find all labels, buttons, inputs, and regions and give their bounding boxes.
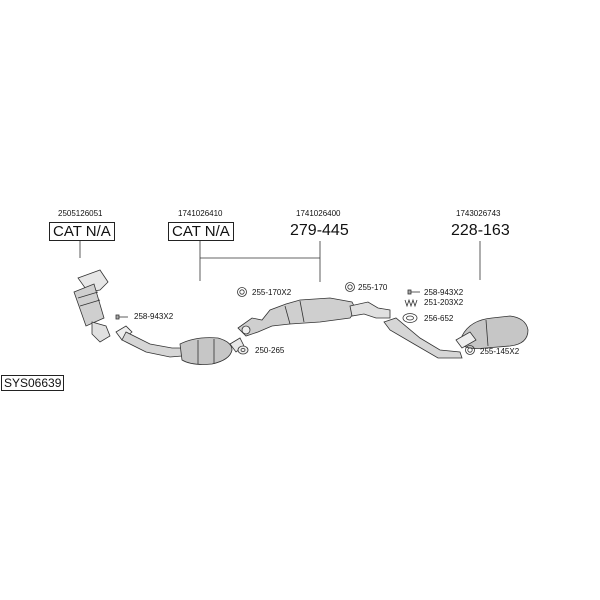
group-label-front-cat[interactable]: CAT N/A: [49, 222, 115, 241]
spring-icon: [404, 298, 418, 308]
front-catalyst-part: [73, 269, 111, 343]
group-label-mid-cat[interactable]: CAT N/A: [168, 222, 234, 241]
clamp-icon: [465, 345, 475, 355]
part-label[interactable]: 256-652: [424, 314, 454, 323]
clamp-icon: [345, 282, 355, 292]
bolt-icon: [407, 289, 420, 295]
part-label[interactable]: 255-145X2: [480, 347, 520, 356]
diagram-id-badge: SYS06639: [1, 375, 65, 391]
rubber-mount-icon: [237, 345, 249, 355]
group-code-mid-cat: 1741026410: [178, 209, 223, 218]
part-label[interactable]: 258-943X2: [134, 312, 174, 321]
part-label[interactable]: 250-265: [255, 346, 285, 355]
part-label[interactable]: 251-203X2: [424, 298, 464, 307]
group-label-rear-silencer[interactable]: 228-163: [451, 222, 510, 239]
bolt-icon: [115, 314, 128, 320]
part-label[interactable]: 255-170X2: [252, 288, 292, 297]
middle-silencer-part: [237, 297, 391, 337]
group-code-rear-silencer: 1743026743: [456, 209, 501, 218]
part-label[interactable]: 258-943X2: [424, 288, 464, 297]
group-code-front-cat: 2505126051: [58, 209, 103, 218]
part-label[interactable]: 255-170: [358, 283, 388, 292]
gasket-ring-icon: [402, 313, 418, 323]
group-label-middle-silencer[interactable]: 279-445: [290, 222, 349, 239]
rear-silencer-part: [383, 315, 529, 359]
front-pipe-part: [115, 325, 245, 365]
group-code-middle-silencer: 1741026400: [296, 209, 341, 218]
clamp-icon: [237, 287, 247, 297]
